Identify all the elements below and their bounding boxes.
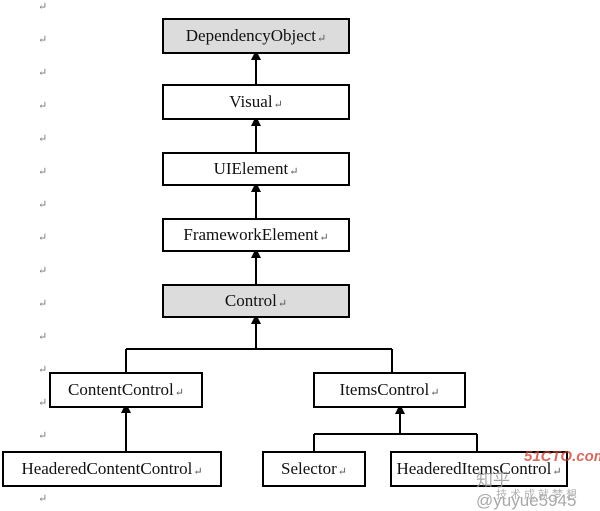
node-label: HeaderedItemsControl	[396, 459, 552, 478]
paragraph-mark: ↵	[38, 331, 48, 343]
paragraph-mark: ↵	[552, 465, 562, 478]
node-label: Selector	[281, 459, 337, 478]
paragraph-mark: ↵	[430, 386, 440, 399]
node-selector: Selector↵	[262, 451, 366, 487]
node-label: HeaderedContentControl	[21, 459, 193, 478]
node-label: DependencyObject	[185, 26, 317, 45]
node-dependency-object: DependencyObject↵	[162, 18, 350, 54]
paragraph-mark: ↵	[38, 67, 48, 79]
paragraph-mark: ↵	[38, 199, 48, 211]
watermark-slogan: 技术成就梦想	[496, 489, 580, 501]
node-headered-items-control: HeaderedItemsControl↵	[390, 451, 568, 487]
paragraph-mark: ↵	[277, 297, 288, 310]
node-content-control: ContentControl↵	[49, 372, 203, 408]
paragraph-mark: ↵	[319, 231, 329, 244]
paragraph-mark: ↵	[38, 364, 48, 376]
paragraph-mark: ↵	[38, 298, 48, 310]
paragraph-mark: ↵	[38, 133, 48, 145]
node-label: ContentControl	[68, 380, 174, 399]
paragraph-mark: ↵	[317, 32, 327, 45]
paragraph-mark: ↵	[38, 430, 48, 442]
paragraph-mark: ↵	[38, 166, 48, 178]
node-label: Visual	[229, 92, 273, 111]
paragraph-mark: ↵	[38, 265, 48, 277]
paragraph-mark: ↵	[38, 34, 48, 46]
node-label: UIElement	[213, 159, 289, 178]
node-visual: Visual↵	[162, 84, 350, 120]
paragraph-mark: ↵	[38, 493, 48, 505]
node-headered-content-control: HeaderedContentControl↵	[2, 451, 222, 487]
node-items-control: ItemsControl↵	[313, 372, 466, 408]
paragraph-mark: ↵	[289, 165, 299, 178]
watermark-site: 51CTO.com	[524, 448, 600, 465]
node-ui-element: UIElement↵	[162, 152, 350, 186]
paragraph-mark: ↵	[174, 386, 184, 399]
paragraph-mark: ↵	[337, 465, 347, 478]
watermark-handle: 知乎 @yuyue5945	[476, 471, 577, 510]
node-label: FrameworkElement	[183, 225, 319, 244]
paragraph-mark: ↵	[273, 98, 283, 111]
node-framework-element: FrameworkElement↵	[162, 218, 350, 252]
paragraph-mark: ↵	[38, 100, 48, 112]
paragraph-mark: ↵	[193, 465, 203, 478]
node-control: Control↵	[162, 284, 350, 318]
paragraph-mark: ↵	[38, 397, 48, 409]
node-label: Control	[224, 291, 277, 310]
paragraph-mark: ↵	[38, 1, 48, 13]
paragraph-mark: ↵	[38, 232, 48, 244]
node-label: ItemsControl	[339, 380, 430, 399]
